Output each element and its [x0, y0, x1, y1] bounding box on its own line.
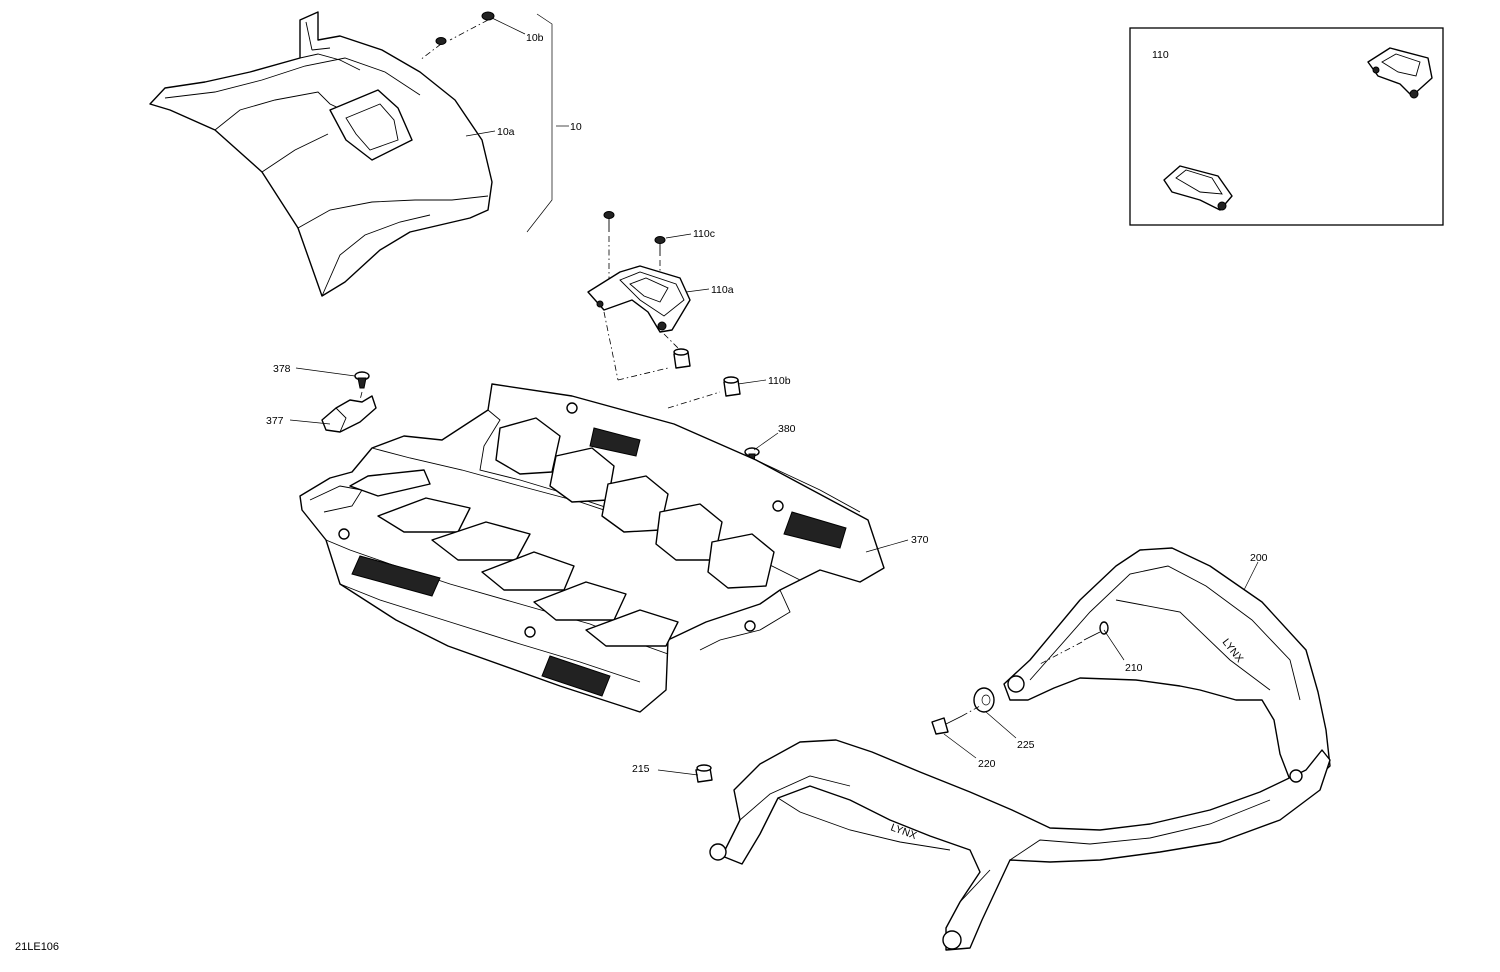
- callout-10: 10: [570, 121, 582, 133]
- callout-labels: 10b 10a 10 110c 110a 110b 378 377 380 37…: [266, 32, 1268, 775]
- inset-box-110: 110: [1129, 27, 1444, 226]
- callout-220: 220: [978, 758, 996, 770]
- part-220-bolt: [931, 705, 981, 735]
- callout-10b: 10b: [526, 32, 544, 44]
- callout-225: 225: [1017, 739, 1035, 751]
- part-200-bumper: LYNX LYNX: [709, 547, 1331, 951]
- callout-380: 380: [778, 423, 796, 435]
- callout-bracket-10: [526, 13, 553, 233]
- part-110b-nuts: [617, 348, 741, 409]
- part-377-clip: [321, 391, 377, 433]
- callout-110a: 110a: [711, 284, 734, 296]
- callout-370: 370: [911, 534, 929, 546]
- brand-badge-upper-left: [589, 427, 847, 549]
- inset-handle-bottom: [1163, 165, 1233, 211]
- callout-110c: 110c: [693, 228, 715, 240]
- inset-handle-top: [1367, 47, 1433, 99]
- leader-lines: [289, 17, 1259, 776]
- callout-215: 215: [632, 763, 650, 775]
- part-378-pushpin: [354, 371, 370, 389]
- callout-110b: 110b: [768, 375, 791, 387]
- callout-210: 210: [1125, 662, 1143, 674]
- part-210-bolt: [1039, 621, 1109, 665]
- callout-10a: 10a: [497, 126, 515, 138]
- callout-377: 377: [266, 415, 284, 427]
- part-370-floorboard: [299, 383, 885, 713]
- callout-378: 378: [273, 363, 291, 375]
- inset-label: 110: [1152, 49, 1169, 61]
- part-10a-cover: [149, 11, 493, 297]
- figure-code: 21LE106: [15, 941, 59, 953]
- part-225-spacer: [973, 687, 995, 713]
- part-10b-screws: [419, 11, 495, 61]
- brand-badge-lower: [351, 555, 611, 697]
- part-215-nut: [695, 764, 713, 783]
- callout-200: 200: [1250, 552, 1268, 564]
- part-110a-handle: [587, 265, 691, 381]
